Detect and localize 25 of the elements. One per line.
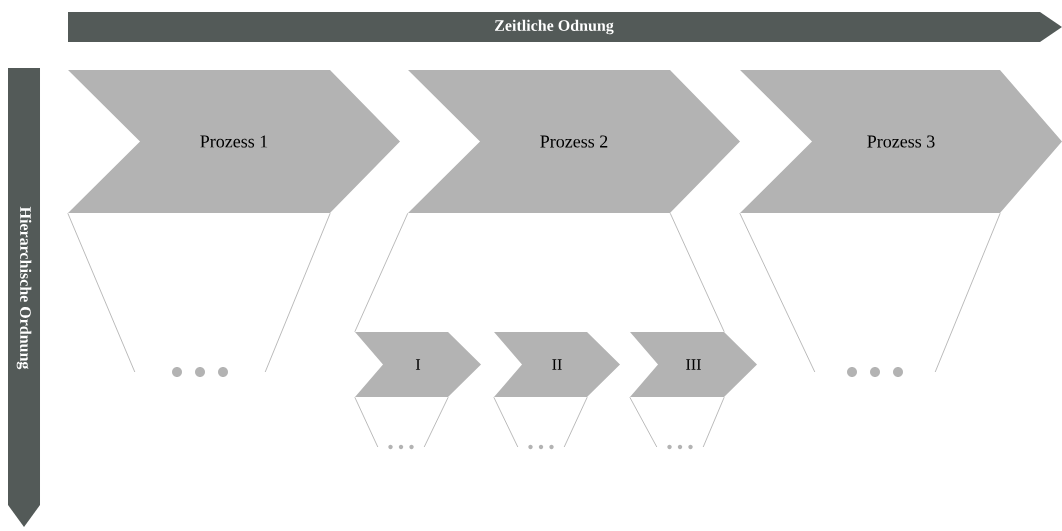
process-step: Prozess 1 <box>68 70 400 213</box>
ellipsis-dots <box>847 367 903 377</box>
ellipsis-dots <box>172 367 228 377</box>
ellipsis-dots <box>667 444 693 450</box>
funnel-line <box>934 212 1001 373</box>
ellipsis-dots <box>528 444 554 450</box>
funnel-line <box>354 212 409 333</box>
funnel-line <box>423 396 449 448</box>
hierarchy-axis-band: Hierarchische Ordnung <box>8 68 40 527</box>
time-axis-band: Zeitliche Odnung <box>68 12 1062 42</box>
ellipsis-dots <box>388 444 414 450</box>
process-step: I <box>355 332 481 397</box>
process-step: Prozess 3 <box>740 70 1062 213</box>
funnel-line <box>629 396 658 448</box>
process-step: III <box>630 332 757 397</box>
process-step: II <box>494 332 620 397</box>
process-step: Prozess 2 <box>408 70 740 213</box>
funnel-line <box>563 396 588 448</box>
funnel-line <box>493 396 519 448</box>
funnel-line <box>354 396 379 448</box>
funnel-line <box>702 396 725 448</box>
funnel-line <box>739 212 816 373</box>
funnel-line <box>67 212 136 373</box>
funnel-line <box>669 212 725 333</box>
funnel-line <box>264 212 331 373</box>
